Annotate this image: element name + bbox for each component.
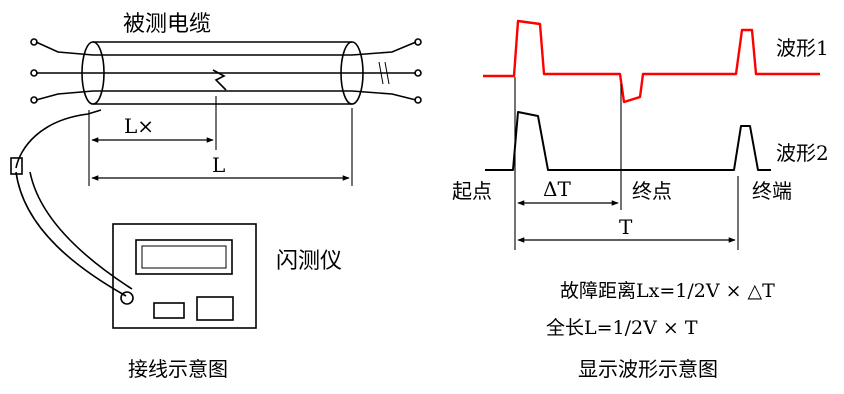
test-lead [10, 109, 133, 297]
waveform-1 [483, 19, 820, 104]
start-label: 起点 [452, 179, 492, 203]
left-leads [30, 38, 94, 104]
wiring-diagram: 被测电缆 [10, 12, 422, 381]
cable-label: 被测电缆 [123, 12, 211, 37]
instrument-connector [120, 291, 134, 305]
right-leads [351, 38, 422, 104]
delta-t-label: ΔT [543, 177, 571, 201]
formula-fault-distance: 故障距离Lx=1/2V × △T [560, 280, 775, 302]
t-label: T [619, 215, 633, 239]
instrument-label: 闪测仪 [276, 249, 342, 274]
waveform-2 [485, 111, 771, 171]
flash-tester [112, 223, 257, 329]
waveform-1-label: 波形1 [776, 36, 829, 60]
l-label: L [212, 153, 225, 177]
waveform-caption: 显示波形示意图 [578, 357, 718, 381]
waveform-diagram: 波形1 波形2 起点 终点 终端 ΔT T 故障距离Lx=1/2V × △T 全… [452, 19, 829, 381]
endpoint-label: 终点 [632, 179, 672, 203]
waveform-2-label: 波形2 [776, 141, 829, 165]
cable-body [81, 41, 390, 105]
terminal-label: 终端 [752, 179, 792, 203]
wiring-caption: 接线示意图 [128, 357, 228, 381]
formula-total-length: 全长L=1/2V × T [546, 317, 698, 339]
lx-label: L× [124, 114, 154, 138]
